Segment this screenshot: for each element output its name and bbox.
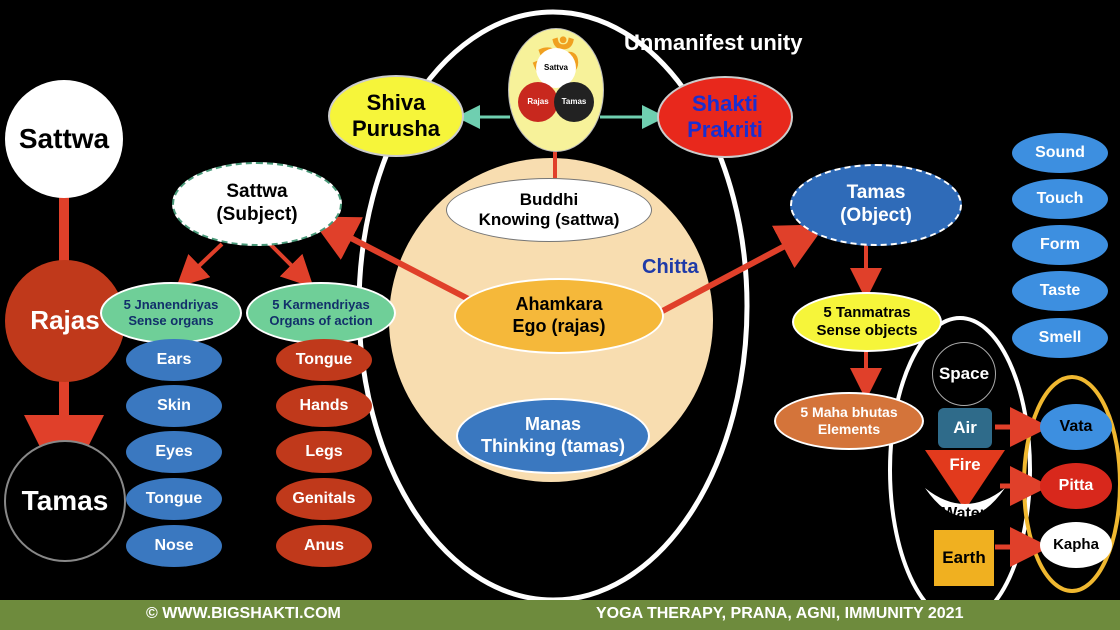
action-organ-item: Legs <box>276 431 372 473</box>
sense-organ-item: Skin <box>126 385 222 427</box>
rajas-circle: Rajas <box>5 260 125 382</box>
subject-node: Sattwa (Subject) <box>172 162 342 246</box>
buddhi-line2: Knowing (sattwa) <box>478 210 620 229</box>
shiva-line2: Purusha <box>351 116 441 141</box>
water-crescent <box>925 488 1005 517</box>
shakti-node: Shakti Prakriti <box>657 76 793 158</box>
footer-title: YOGA THERAPY, PRANA, AGNI, IMMUNITY 2021 <box>596 605 964 622</box>
karmendriyas-node: 5 Karmendriyas Organs of action <box>246 282 396 344</box>
fire-triangle <box>925 450 1005 510</box>
sense-object-pill: Smell <box>1012 318 1108 358</box>
object-line2: (Object) <box>840 205 912 226</box>
unmanifest-label: Unmanifest unity <box>624 30 803 55</box>
arrow-to-subject <box>309 216 482 308</box>
rajas-orb: Rajas <box>518 82 558 122</box>
tamas-orb: Tamas <box>554 82 594 122</box>
action-organ-item: Genitals <box>276 478 372 520</box>
vata-dosha: Vata <box>1040 404 1112 450</box>
action-organ-item: Tongue <box>276 339 372 381</box>
jnanendriyas-line1: 5 Jnanendriyas <box>123 297 219 313</box>
jnanendriyas-node: 5 Jnanendriyas Sense organs <box>100 282 242 344</box>
arrow-to-karmendriyas <box>268 242 314 288</box>
karmendriyas-line1: 5 Karmendriyas <box>272 297 370 313</box>
action-organ-item: Hands <box>276 385 372 427</box>
sense-organ-item: Nose <box>126 525 222 567</box>
jnanendriyas-line2: Sense organs <box>128 313 214 328</box>
shiva-node: Shiva Purusha <box>328 75 464 157</box>
sattva-orb: Sattva <box>536 48 576 88</box>
pitta-dosha: Pitta <box>1040 463 1112 509</box>
fire-element: Fire <box>949 454 981 474</box>
tamas-circle: Tamas <box>4 440 126 562</box>
sense-object-pill: Touch <box>1012 179 1108 219</box>
subject-line2: (Subject) <box>216 204 298 225</box>
shakti-line2: Prakriti <box>687 117 763 142</box>
water-element: Water <box>942 505 986 523</box>
earth-element: Earth <box>934 530 994 586</box>
sense-object-pill: Taste <box>1012 271 1108 311</box>
mahabhutas-line1: 5 Maha bhutas <box>800 404 898 421</box>
karmendriyas-line2: Organs of action <box>269 313 373 328</box>
sense-organ-item: Ears <box>126 339 222 381</box>
sense-object-pill: Form <box>1012 225 1108 265</box>
sense-object-pill: Sound <box>1012 133 1108 173</box>
manas-line1: Manas <box>524 414 582 435</box>
arrow-to-object <box>653 224 826 318</box>
arrow-to-jnanendriyas <box>176 242 224 288</box>
subject-line1: Sattwa <box>226 181 288 203</box>
ahamkara-line1: Ahamkara <box>515 294 603 315</box>
sense-organ-item: Eyes <box>126 431 222 473</box>
kapha-dosha: Kapha <box>1040 522 1112 568</box>
buddhi-line1: Buddhi <box>519 189 579 209</box>
space-element: Space <box>932 342 996 406</box>
object-line1: Tamas <box>846 182 906 204</box>
chitta-label: Chitta <box>642 256 699 278</box>
mahabhutas-line2: Elements <box>817 421 881 437</box>
object-node: Tamas (Object) <box>790 164 962 246</box>
sense-organ-item: Tongue <box>126 478 222 520</box>
footer-copyright: © WWW.BIGSHAKTI.COM <box>146 605 341 622</box>
tanmatras-node: 5 Tanmatras Sense objects <box>792 292 942 352</box>
shiva-line1: Shiva <box>366 89 426 115</box>
mahabhutas-node: 5 Maha bhutas Elements <box>774 392 924 450</box>
sattwa-circle: Sattwa <box>5 80 123 198</box>
footer-bar: © WWW.BIGSHAKTI.COM YOGA THERAPY, PRANA,… <box>0 600 1120 630</box>
ahamkara-line2: Ego (rajas) <box>512 316 606 336</box>
action-organ-item: Anus <box>276 525 372 567</box>
tanmatras-line1: 5 Tanmatras <box>823 304 911 321</box>
manas-node: Manas Thinking (tamas) <box>456 398 650 474</box>
ahamkara-node: Ahamkara Ego (rajas) <box>454 278 664 354</box>
manas-line2: Thinking (tamas) <box>480 436 625 456</box>
air-element: Air <box>938 408 992 448</box>
tanmatras-line2: Sense objects <box>816 322 918 339</box>
shakti-line1: Shakti <box>691 90 759 116</box>
buddhi-node: Buddhi Knowing (sattwa) <box>446 178 652 242</box>
